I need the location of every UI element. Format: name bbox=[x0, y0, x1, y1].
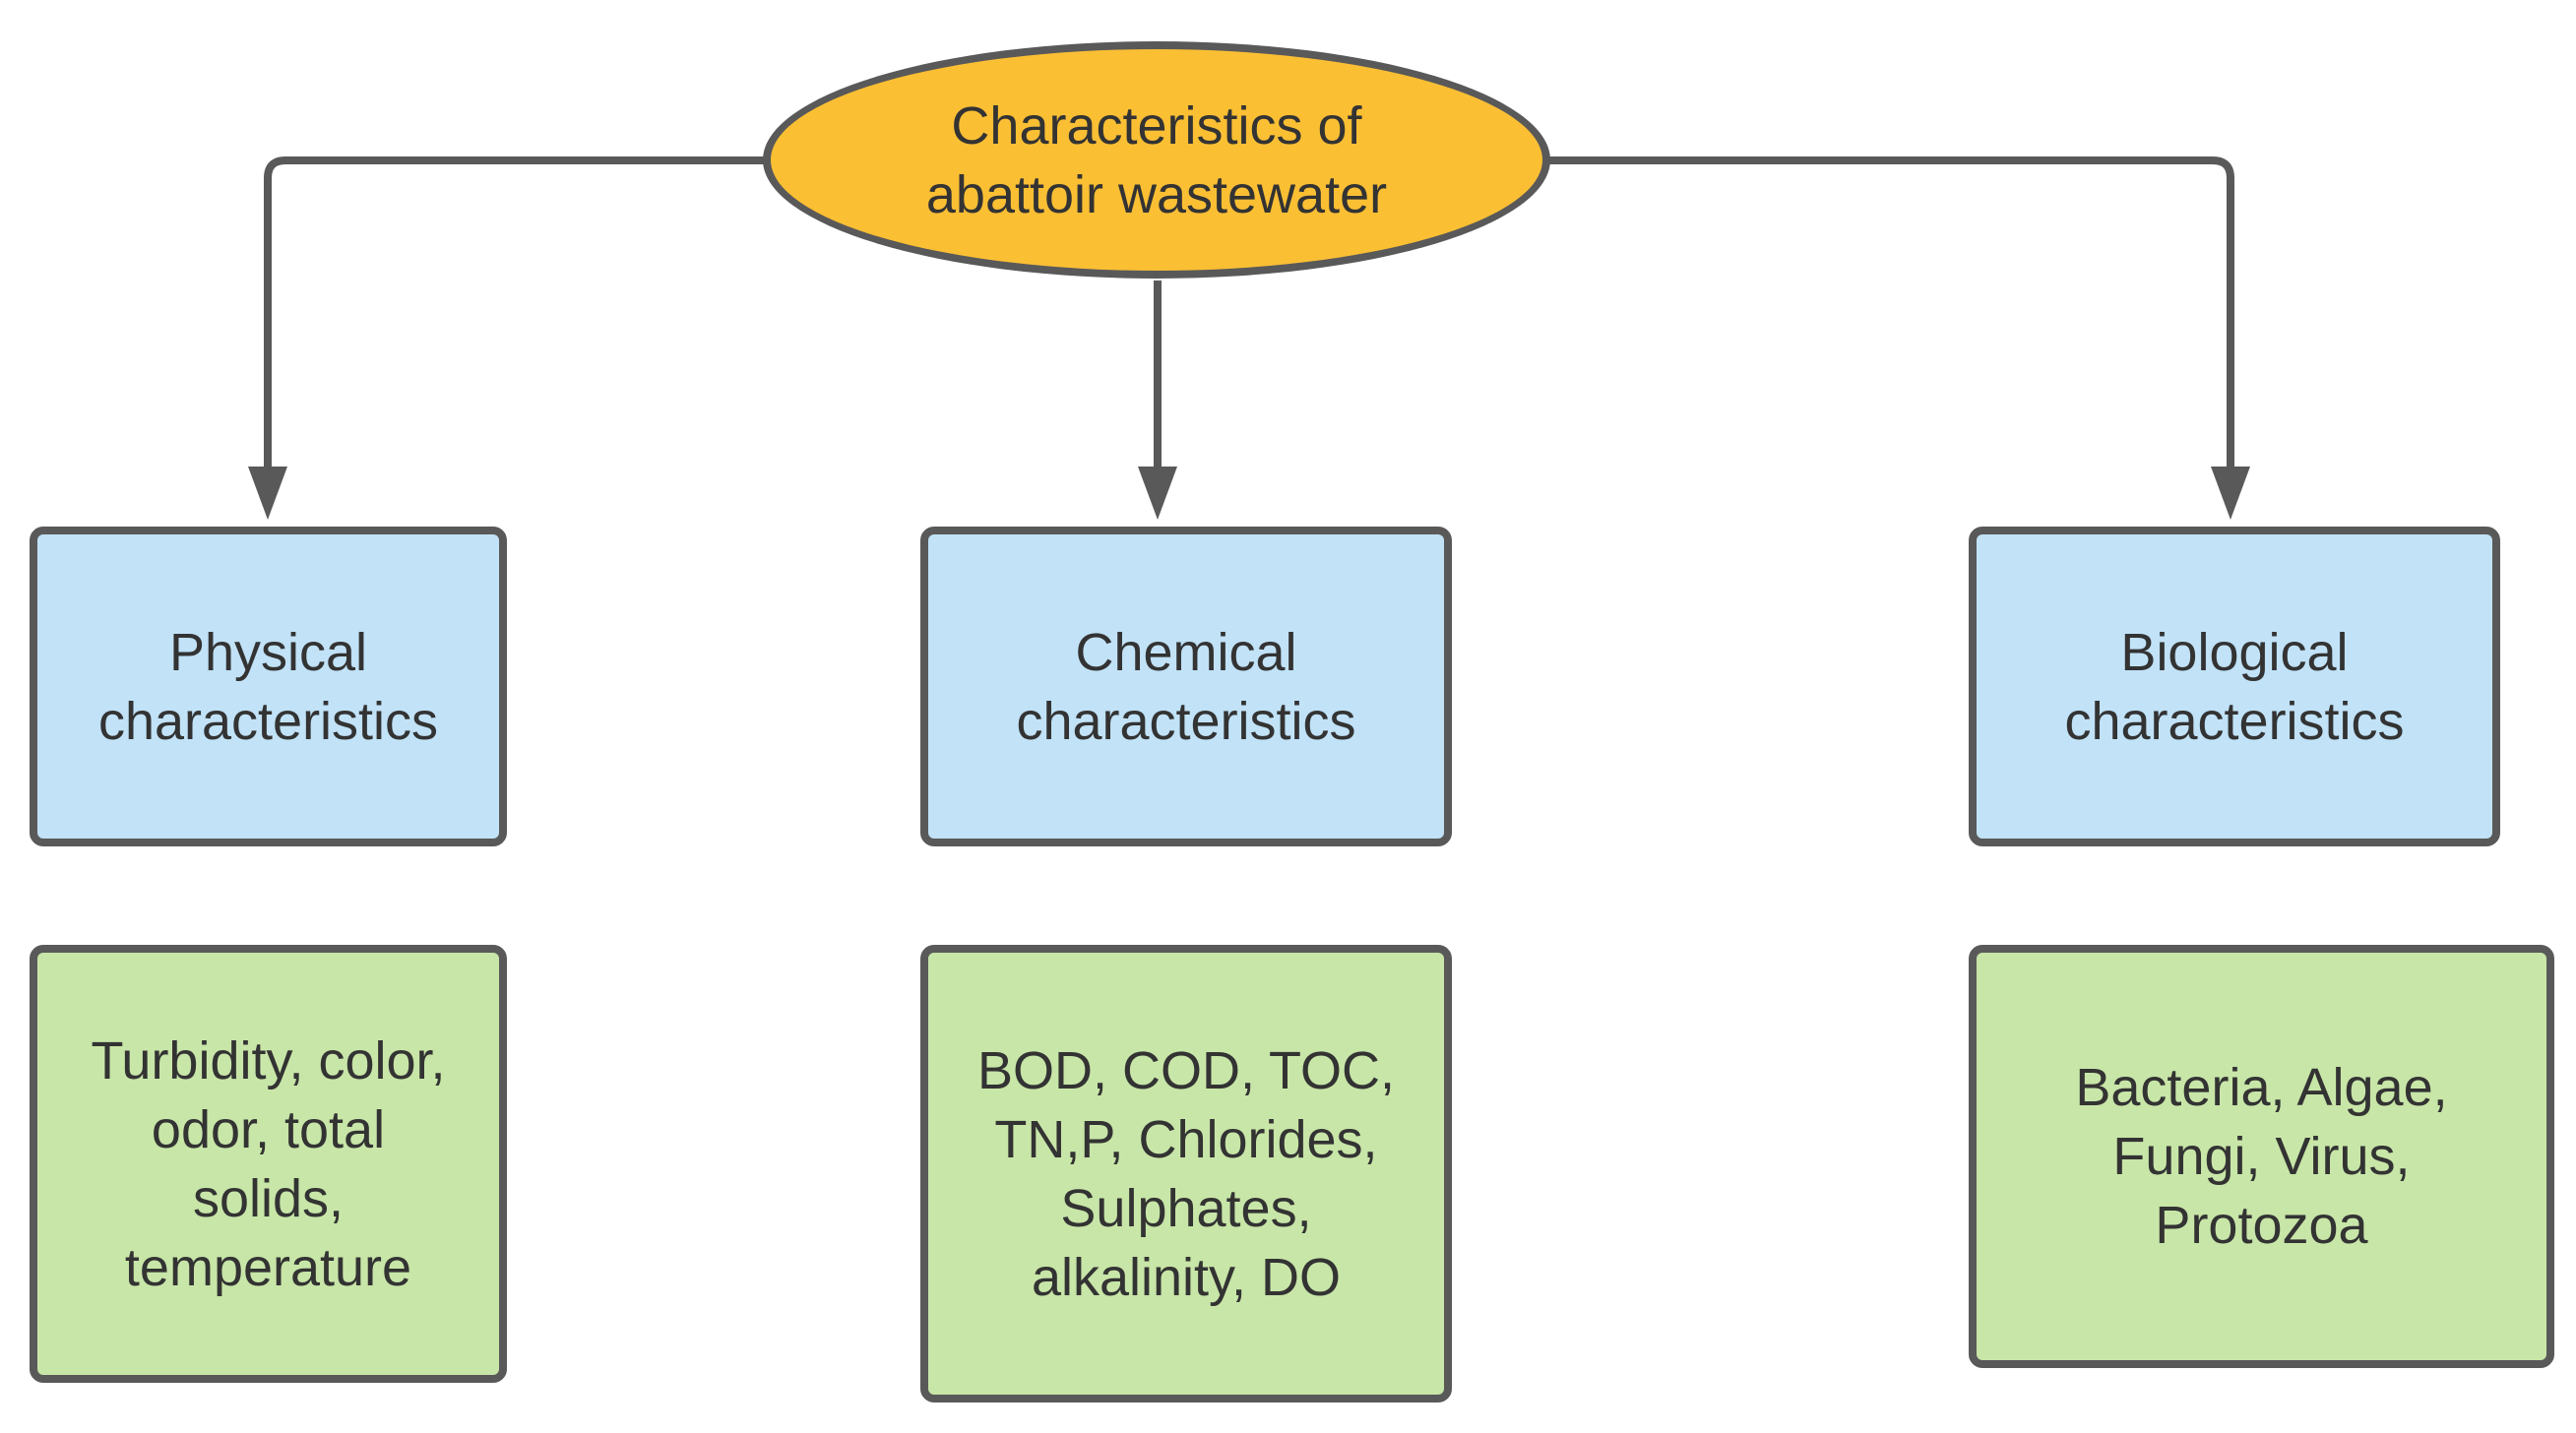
biological-category-box: Biological characteristics bbox=[1969, 527, 2500, 846]
physical-category-label: Physical characteristics bbox=[97, 622, 439, 751]
physical-details-text: Turbidity, color, odor, total solids, te… bbox=[91, 1030, 446, 1297]
physical-details-box: Turbidity, color, odor, total solids, te… bbox=[30, 945, 507, 1383]
root-node: Characteristics of abattoir wastewater bbox=[763, 41, 1550, 279]
arrowhead-biological bbox=[2211, 467, 2250, 520]
physical-category-box: Physical characteristics bbox=[30, 527, 507, 846]
connector-root-to-physical bbox=[264, 156, 766, 470]
chemical-details-text: BOD, COD, TOC, TN,P, Chlorides, Sulphate… bbox=[976, 1040, 1396, 1307]
biological-details-box: Bacteria, Algae, Fungi, Virus, Protozoa bbox=[1969, 945, 2554, 1368]
chemical-details-box: BOD, COD, TOC, TN,P, Chlorides, Sulphate… bbox=[920, 945, 1452, 1402]
chemical-category-label: Chemical characteristics bbox=[1016, 622, 1356, 751]
connector-root-to-biological bbox=[1549, 156, 2234, 470]
arrowhead-physical bbox=[248, 467, 287, 520]
arrowhead-chemical bbox=[1138, 467, 1177, 520]
biological-category-label: Biological characteristics bbox=[2064, 622, 2405, 751]
biological-details-text: Bacteria, Algae, Fungi, Virus, Protozoa bbox=[2075, 1058, 2448, 1255]
root-label: Characteristics of abattoir wastewater bbox=[925, 95, 1388, 224]
chemical-category-box: Chemical characteristics bbox=[920, 527, 1452, 846]
